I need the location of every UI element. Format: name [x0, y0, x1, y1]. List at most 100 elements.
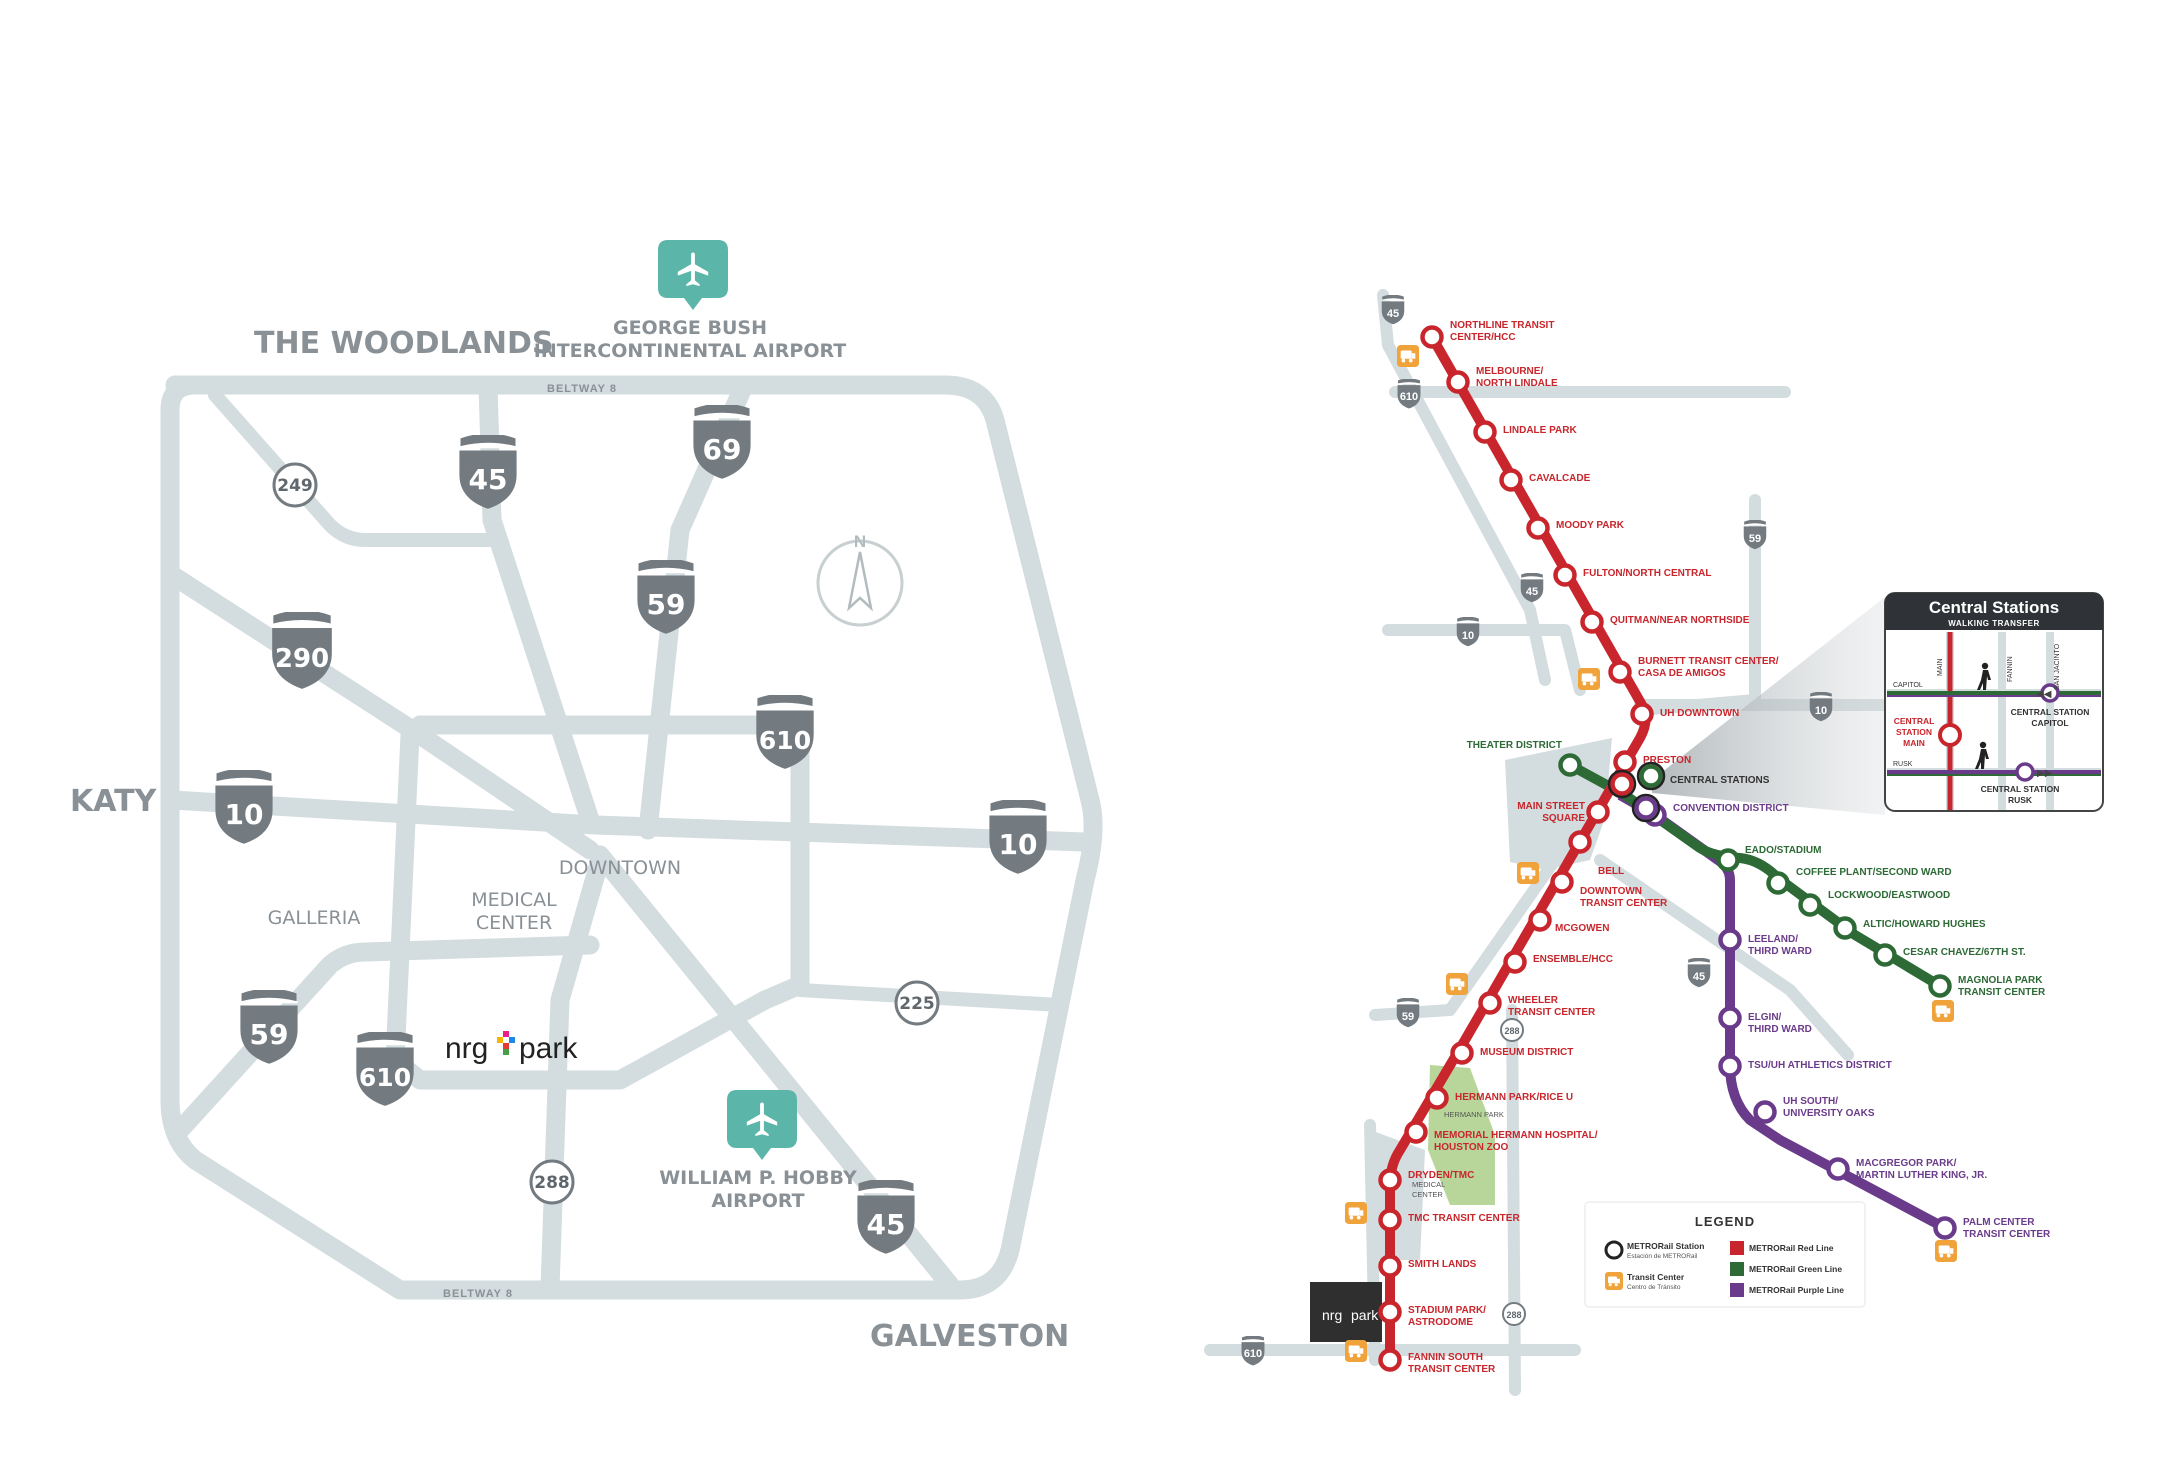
green-station-dot[interactable]	[1928, 974, 1952, 998]
red-station-dot[interactable]	[1608, 660, 1632, 684]
transit-center-icon	[1932, 1000, 1954, 1022]
red-station-dot[interactable]	[1580, 610, 1604, 634]
red-station-dot[interactable]	[1528, 908, 1552, 932]
red-station-name: HERMANN PARK/RICE U	[1455, 1092, 1573, 1103]
red-station-dot[interactable]	[1446, 370, 1470, 394]
purple-station-name-line2: UNIVERSITY OAKS	[1783, 1108, 1875, 1119]
arrow-icon: ▶▶	[2037, 768, 2053, 779]
svg-text:225: 225	[899, 994, 935, 1014]
inset-title: Central Stations	[1929, 598, 2059, 617]
svg-text:59: 59	[647, 588, 686, 621]
green-station-dot[interactable]	[1833, 916, 1857, 940]
inset-rusk-2: RUSK	[2008, 795, 2033, 805]
red-station-dot[interactable]	[1568, 830, 1592, 854]
red-station-name-line2: ASTRODOME	[1408, 1317, 1473, 1328]
airport-south-line1: WILLIAM P. HOBBY	[659, 1167, 857, 1189]
inset-callout-fan	[1652, 597, 1885, 815]
red-station-dot[interactable]	[1378, 1208, 1402, 1232]
purple-station-dot[interactable]	[1753, 1100, 1777, 1124]
connector-road	[593, 848, 727, 1012]
red-station-name: FULTON/NORTH CENTRAL	[1583, 568, 1712, 579]
green-station-dot[interactable]	[1798, 893, 1822, 917]
rail-sh288-top-marker: 288	[1500, 1018, 1524, 1042]
red-station-dot[interactable]	[1404, 1120, 1428, 1144]
area-galleria: GALLERIA	[268, 907, 361, 929]
red-station-dot[interactable]	[1420, 325, 1444, 349]
red-station-dot[interactable]	[1378, 1254, 1402, 1278]
airport-pin-north	[658, 240, 728, 310]
svg-text:290: 290	[275, 644, 329, 674]
compass-label: N	[854, 532, 866, 551]
legend-title: LEGEND	[1695, 1214, 1755, 1229]
purple-station-dot[interactable]	[1826, 1157, 1850, 1181]
legend-transit-label: Transit Center	[1627, 1272, 1685, 1282]
red-station-dot[interactable]	[1378, 1300, 1402, 1324]
green-station-name: LOCKWOOD/EASTWOOD	[1828, 890, 1950, 901]
us69-shield: 69	[693, 405, 751, 479]
green-station-dot[interactable]	[1716, 848, 1740, 872]
red-station-dot[interactable]	[1526, 516, 1550, 540]
red-station-dot[interactable]	[1613, 750, 1637, 774]
beltway-label-bottom: BELTWAY 8	[443, 1288, 513, 1300]
red-station-dot[interactable]	[1586, 800, 1610, 824]
red-station-dot[interactable]	[1378, 1168, 1402, 1192]
rail-legend: LEGEND METRORail Station Estación de MET…	[1584, 1201, 1866, 1308]
red-station-dot[interactable]	[1425, 1086, 1449, 1110]
red-station-name-line2: TRANSIT CENTER	[1508, 1007, 1596, 1018]
red-station-name: BELL	[1598, 866, 1624, 877]
red-station-dot[interactable]	[1630, 702, 1654, 726]
green-station-name: EADO/STADIUM	[1745, 845, 1821, 856]
purple-station-name: PALM CENTER	[1963, 1217, 2035, 1228]
central-station-main[interactable]	[1610, 772, 1634, 796]
red-station-dot[interactable]	[1450, 1041, 1474, 1065]
rail-i10-left-shield: 10	[1456, 617, 1480, 647]
purple-station-dot[interactable]	[1718, 1006, 1742, 1030]
us59-south-road	[170, 935, 600, 1140]
legend-station-icon	[1604, 1240, 1624, 1260]
green-station-name: CESAR CHAVEZ/67TH ST.	[1903, 947, 2026, 958]
purple-station-dot[interactable]	[1718, 1054, 1742, 1078]
svg-text:610: 610	[1244, 1348, 1262, 1360]
us290-shield: 290	[272, 612, 332, 689]
city-the-woodlands: THE WOODLANDS	[254, 326, 553, 361]
nrg-logo-mark	[497, 1031, 515, 1055]
transit-center-icon	[1345, 1202, 1367, 1224]
hermann-park-label: HERMANN PARK	[1444, 1110, 1504, 1119]
nrg-logo-text: nrg	[445, 1032, 488, 1065]
inset-rusk-station	[2015, 762, 2035, 782]
svg-text:10: 10	[999, 828, 1038, 861]
green-station-name: ALTIC/HOWARD HUGHES	[1863, 919, 1986, 930]
red-station-dot[interactable]	[1550, 870, 1574, 894]
red-station-name: SMITH LANDS	[1408, 1259, 1477, 1270]
red-station-dot[interactable]	[1503, 950, 1527, 974]
green-station-dot[interactable]	[1558, 753, 1582, 777]
legend-green-label: METRORail Green Line	[1749, 1264, 1842, 1274]
transit-center-icon	[1397, 345, 1419, 367]
red-station-dot[interactable]	[1499, 468, 1523, 492]
red-station-dot[interactable]	[1553, 563, 1577, 587]
purple-station-name: TSU/UH ATHLETICS DISTRICT	[1748, 1060, 1892, 1071]
nrg-park-block	[1310, 1282, 1382, 1342]
red-station-name-line2: CASA DE AMIGOS	[1638, 668, 1726, 679]
purple-station-dot[interactable]	[1933, 1216, 1957, 1240]
green-station-dot[interactable]	[1766, 871, 1790, 895]
green-station-dot[interactable]	[1873, 943, 1897, 967]
i610-loop-road	[385, 715, 810, 1090]
rail-road-i45-south	[1594, 854, 1854, 1061]
svg-text:45: 45	[469, 463, 508, 496]
central-station-rusk[interactable]	[1634, 796, 1658, 820]
central-station-capitol[interactable]	[1639, 764, 1663, 788]
inset-street-main-label: MAIN	[1937, 659, 1944, 677]
red-station-dot[interactable]	[1478, 991, 1502, 1015]
red-station-dot[interactable]	[1378, 1348, 1402, 1372]
purple-station-dot[interactable]	[1718, 928, 1742, 952]
inset-street-capitol: CAPITOL	[1893, 682, 1923, 689]
svg-text:10: 10	[225, 798, 264, 831]
inset-rusk-1: CENTRAL STATION	[1981, 784, 2060, 794]
area-medical-center-2: CENTER	[476, 912, 552, 934]
red-station-dot[interactable]	[1473, 420, 1497, 444]
svg-text:59: 59	[1402, 1011, 1414, 1023]
red-station-name-line2: CENTER/HCC	[1450, 332, 1516, 343]
red-station-name-line2: NORTH LINDALE	[1476, 378, 1558, 389]
